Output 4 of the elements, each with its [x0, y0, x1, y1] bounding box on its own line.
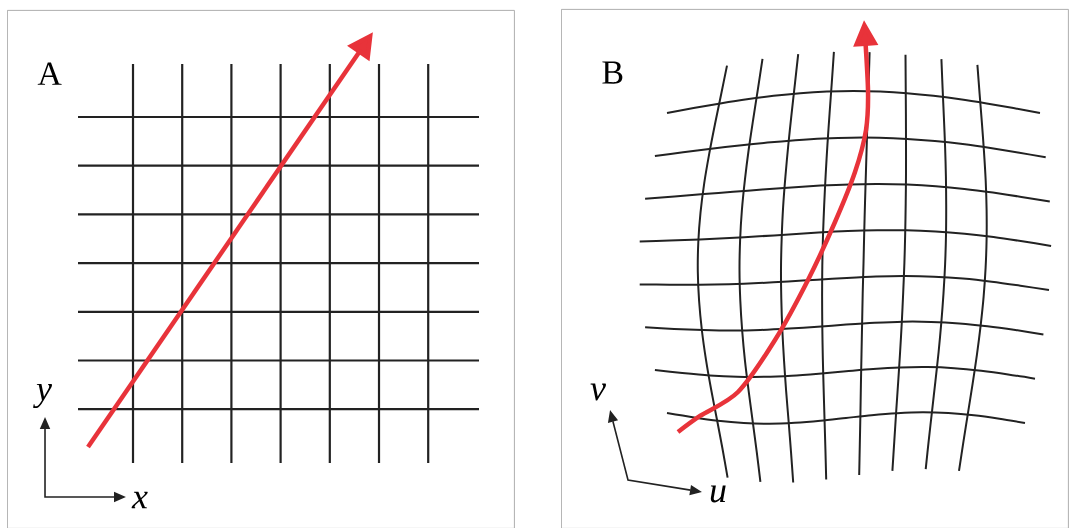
axis-label: u — [710, 485, 726, 503]
axis-label: y — [33, 383, 52, 409]
axis-label: v — [590, 383, 606, 401]
axis-label: x — [131, 491, 148, 509]
